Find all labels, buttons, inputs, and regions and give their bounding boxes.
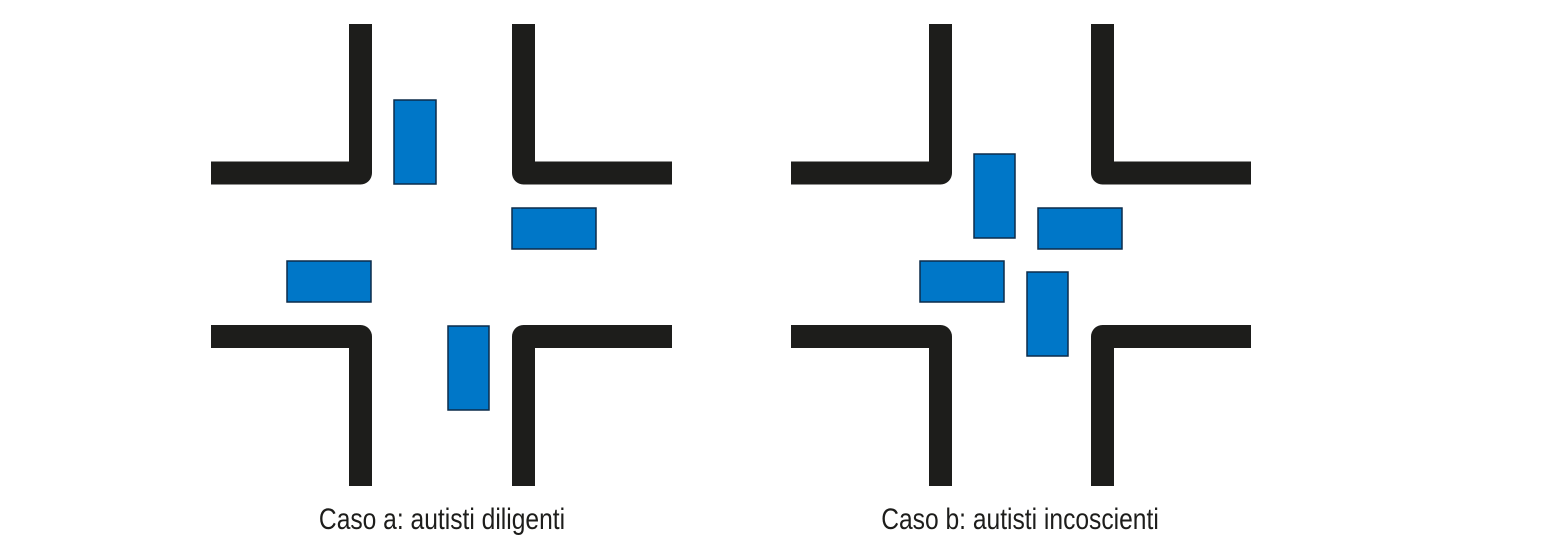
road-corner-b-top-right	[1091, 24, 1251, 185]
car-a-west	[286, 260, 372, 303]
car-a-east	[511, 207, 597, 250]
car-a-south	[447, 325, 490, 411]
road-corner-a-top-right	[512, 24, 672, 185]
intersection-b	[791, 24, 1251, 486]
road-corner-b-bottom-right	[1091, 325, 1251, 486]
caption-case-a: Caso a: autisti diligenti	[318, 503, 566, 536]
road-corner-a-top-left	[211, 24, 372, 185]
car-b-south	[1026, 271, 1069, 357]
car-b-east	[1037, 207, 1123, 250]
intersection-a	[211, 24, 672, 486]
car-b-north	[973, 153, 1016, 239]
road-corner-b-bottom-left	[791, 325, 952, 486]
car-b-west	[919, 260, 1005, 303]
car-a-north	[393, 99, 437, 185]
caption-case-b: Caso b: autisti incoscienti	[881, 503, 1159, 536]
road-corner-b-top-left	[791, 24, 952, 185]
road-corner-a-bottom-right	[512, 325, 672, 486]
road-corner-a-bottom-left	[211, 325, 372, 486]
